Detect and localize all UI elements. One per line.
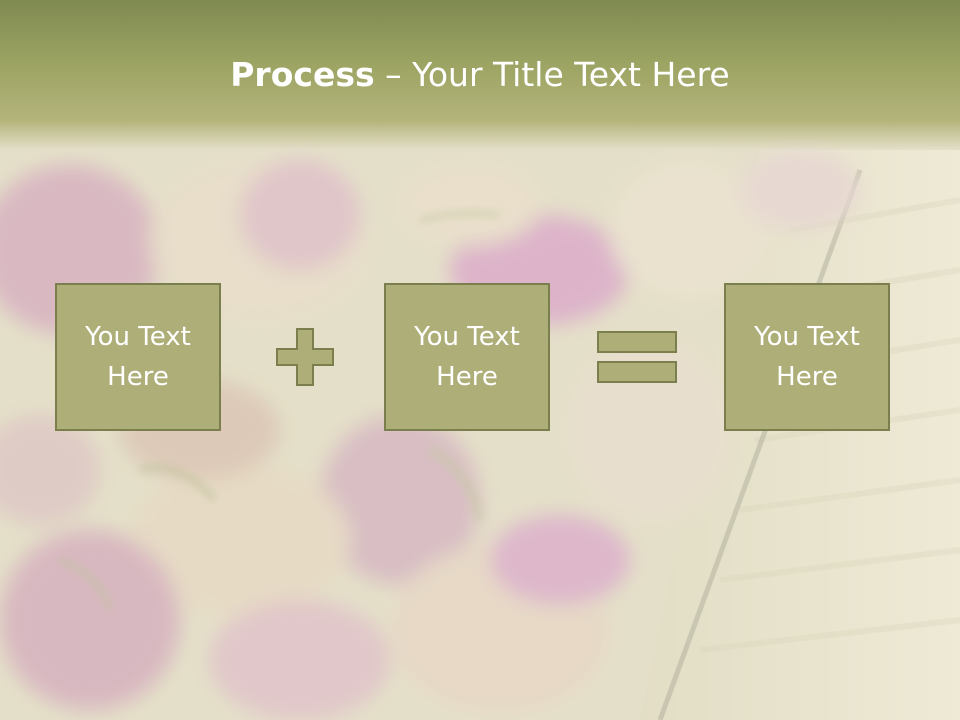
plus-icon bbox=[276, 328, 334, 386]
title-band bbox=[0, 0, 960, 150]
equals-icon bbox=[597, 331, 677, 383]
process-box-2: You Text Here bbox=[384, 283, 550, 431]
title-dash: – bbox=[374, 55, 413, 94]
process-box-2-label: You Text Here bbox=[414, 322, 520, 392]
process-box-3: You Text Here bbox=[724, 283, 890, 431]
process-box-1: You Text Here bbox=[55, 283, 221, 431]
title-text: Your Title Text Here bbox=[412, 55, 730, 94]
process-box-3-label: You Text Here bbox=[754, 322, 860, 392]
process-box-1-label: You Text Here bbox=[85, 322, 191, 392]
title-strong: Process bbox=[230, 55, 375, 94]
slide-title: Process – Your Title Text Here bbox=[0, 52, 960, 98]
